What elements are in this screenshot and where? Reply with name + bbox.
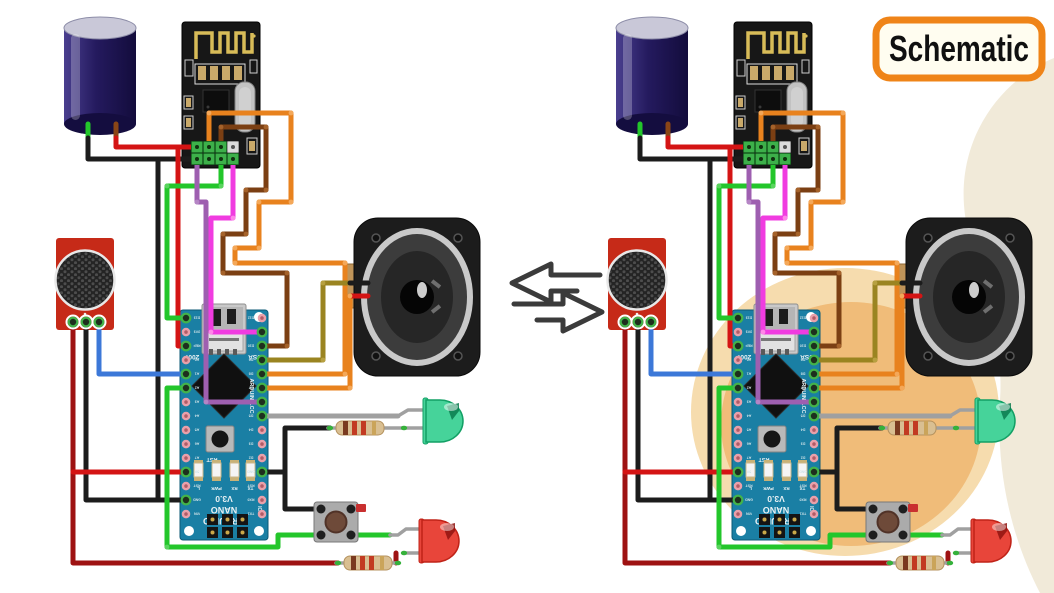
schematic-badge: Schematic xyxy=(872,16,1046,82)
badge-label: Schematic xyxy=(889,28,1029,69)
swap-arrows-icon xyxy=(509,261,605,334)
circuit-left xyxy=(55,17,480,570)
